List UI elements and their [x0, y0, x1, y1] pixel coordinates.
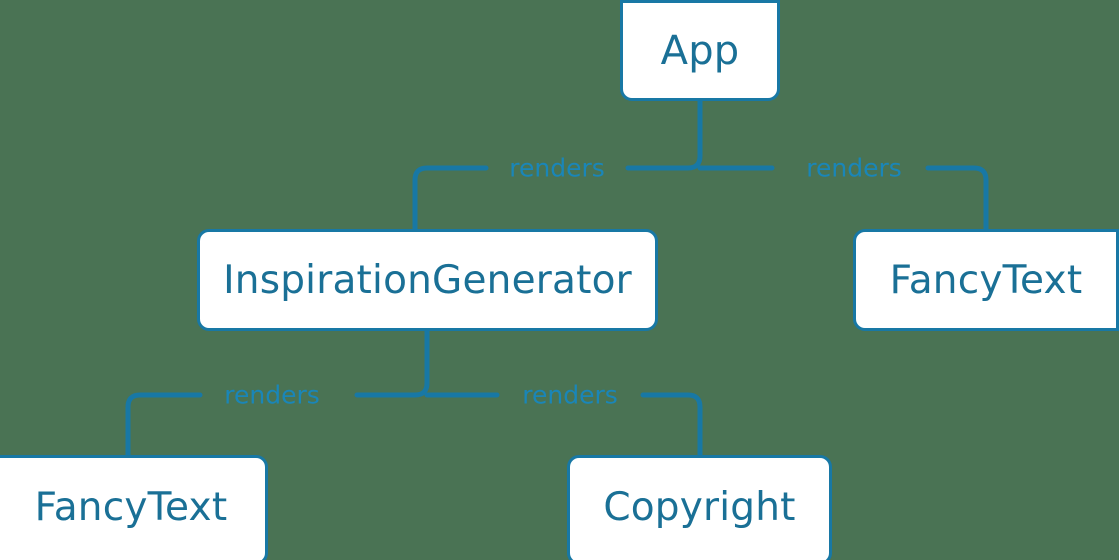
node-app-label: App — [660, 27, 740, 74]
node-copyright[interactable]: Copyright — [567, 455, 832, 560]
node-copyright-label: Copyright — [603, 484, 796, 530]
node-fancytext-right-label: FancyText — [889, 257, 1083, 303]
node-inspiration-generator-label: InspirationGenerator — [223, 257, 632, 303]
edge-label-app-to-inspiration: renders — [509, 153, 605, 183]
edge-label-app-to-fancytext-right: renders — [806, 153, 902, 183]
node-app[interactable]: App — [620, 0, 780, 101]
edge-label-inspiration-to-fancytext-left: renders — [224, 380, 320, 410]
node-inspiration-generator[interactable]: InspirationGenerator — [197, 229, 658, 331]
node-fancytext-left-label: FancyText — [34, 484, 228, 530]
edge-label-inspiration-to-copyright: renders — [522, 380, 618, 410]
node-fancytext-right[interactable]: FancyText — [853, 229, 1119, 331]
node-fancytext-left[interactable]: FancyText — [0, 455, 268, 560]
